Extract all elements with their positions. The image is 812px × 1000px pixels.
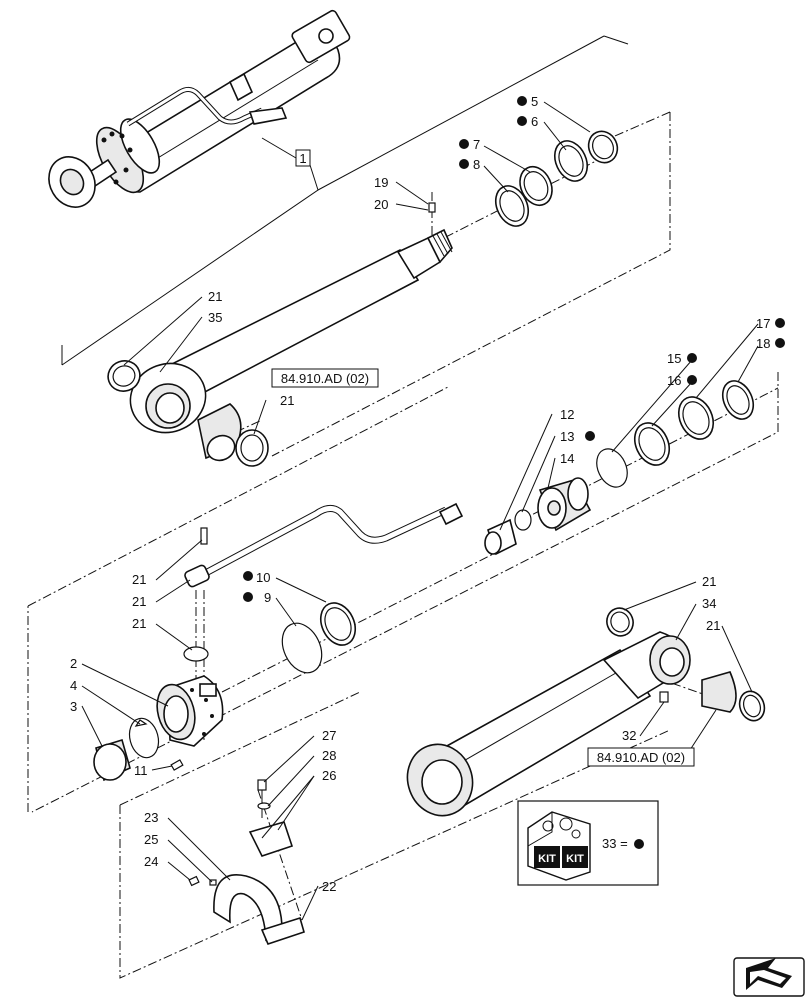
callout-32: 32 — [622, 728, 636, 743]
navigation-arrow-icon[interactable] — [733, 957, 805, 997]
reference-label-bottom: 84.910.AD (02) — [597, 750, 685, 765]
callout-28: 25 — [144, 832, 158, 847]
piston-and-seals — [281, 380, 755, 674]
leader-lines — [81, 101, 759, 921]
callout-25: 22 — [322, 879, 336, 894]
callout-7: 7 — [473, 137, 480, 152]
callout-13: 13 — [560, 429, 574, 444]
callout-30: 27 — [322, 728, 336, 743]
kit-markers — [243, 96, 785, 602]
callout-3: 3 — [70, 699, 77, 714]
callout-26: 23 — [144, 810, 158, 825]
pipe-clamp — [188, 779, 305, 945]
callout-12: 12 — [560, 407, 574, 422]
kit-legend-text: 33 = — [602, 836, 628, 851]
callout-35: 35 — [208, 310, 222, 325]
callout-34: 34 — [702, 596, 716, 611]
hydraulic-pipe — [183, 502, 464, 662]
callout-6: 6 — [531, 114, 538, 129]
callout-box-1 — [295, 149, 311, 167]
assembly-guide-lines — [27, 111, 779, 979]
rod-seals — [107, 130, 619, 467]
kit-word-left: KIT — [538, 853, 556, 865]
callout-21d: 21 — [706, 618, 720, 633]
callout-19: 19 — [374, 175, 388, 190]
callout-21b: 21 — [280, 393, 294, 408]
callout-9: 9 — [264, 590, 271, 605]
callout-5: 5 — [531, 94, 538, 109]
callout-27: 24 — [144, 854, 158, 869]
callout-31: 28 — [322, 748, 336, 763]
cylinder-head-gland — [93, 675, 224, 782]
callout-17: 17 — [756, 316, 770, 331]
callout-14: 14 — [560, 451, 574, 466]
reference-label-top: 84.910.AD (02) — [281, 371, 369, 386]
callout-16: 16 — [667, 373, 681, 388]
callout-8: 8 — [473, 157, 480, 172]
callout-24: 21 — [132, 572, 146, 587]
reference-box-bottom: 84.910.AD (02) — [587, 747, 695, 767]
reference-box-top: 84.910.AD (02) — [271, 368, 379, 388]
callout-22: 21 — [132, 594, 146, 609]
callout-15: 15 — [667, 351, 681, 366]
callout-2: 2 — [70, 656, 77, 671]
piston-rod — [129, 202, 453, 462]
cylinder-barrel — [406, 607, 766, 817]
callout-18: 18 — [756, 336, 770, 351]
kit-legend-box: KIT KIT 33 = — [517, 800, 659, 886]
callout-10: 10 — [256, 570, 270, 585]
callout-labels: 5 6 7 8 19 20 21 35 21 12 13 14 15 16 17… — [70, 94, 770, 894]
callout-21c: 21 — [702, 574, 716, 589]
callout-29: 26 — [322, 768, 336, 783]
assembled-cylinder — [48, 9, 351, 208]
callout-1: 1 — [299, 151, 306, 166]
kit-word-right: KIT — [566, 853, 584, 865]
callout-11: 11 — [134, 763, 148, 778]
callout-4: 4 — [70, 678, 77, 693]
callout-20: 20 — [374, 197, 388, 212]
callout-23: 21 — [132, 616, 146, 631]
callout-21a: 21 — [208, 289, 222, 304]
